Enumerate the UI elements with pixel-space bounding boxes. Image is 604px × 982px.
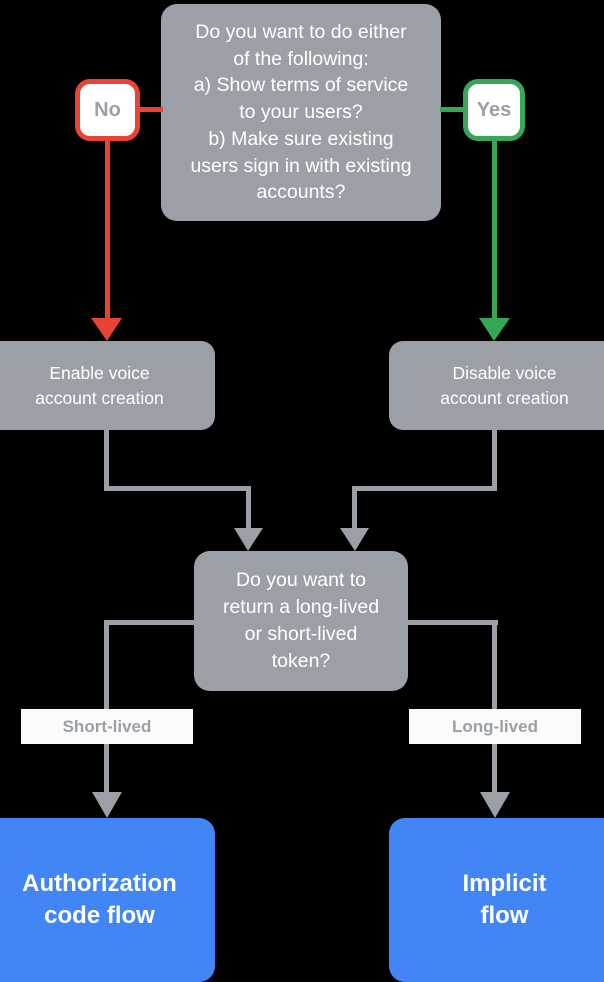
decision-node-terms-or-existing-accounts[interactable]: Do you want to do either of the followin… [161, 4, 441, 221]
terminal-node-authorization-code-flow-label: Authorization code flow [22, 870, 177, 929]
edge-yes-branch [440, 107, 510, 341]
decision-node-token-lifetime[interactable]: Do you want to return a long-lived or sh… [194, 551, 408, 691]
process-node-enable-voice-account-creation-label: Enable voice account creation [35, 362, 164, 408]
process-node-enable-voice-account-creation[interactable]: Enable voice account creation [0, 341, 215, 430]
badge-no-label: No [94, 98, 121, 121]
badge-yes-label: Yes [476, 98, 512, 121]
edge-no-branch [91, 107, 163, 341]
edge-disable-to-token [340, 430, 497, 551]
process-node-disable-voice-account-creation[interactable]: Disable voice account creation [389, 341, 604, 430]
terminal-node-implicit-flow-label: Implicit flow [462, 870, 547, 929]
edge-label-short-lived-text: Short-lived [62, 716, 152, 736]
terminal-node-implicit-flow[interactable]: Implicit flow [389, 818, 604, 982]
edge-label-long-lived: Long-lived [409, 709, 581, 744]
badge-no[interactable]: No [75, 79, 140, 141]
edge-enable-to-token [104, 430, 263, 551]
decision-node-terms-or-existing-accounts-label: Do you want to do either of the followin… [190, 21, 412, 204]
process-node-disable-voice-account-creation-label: Disable voice account creation [440, 362, 569, 408]
edge-label-short-lived: Short-lived [21, 709, 193, 744]
badge-yes[interactable]: Yes [463, 79, 525, 141]
terminal-node-authorization-code-flow[interactable]: Authorization code flow [0, 818, 215, 982]
decision-node-token-lifetime-label: Do you want to return a long-lived or sh… [222, 569, 380, 672]
edge-label-long-lived-text: Long-lived [452, 716, 538, 736]
